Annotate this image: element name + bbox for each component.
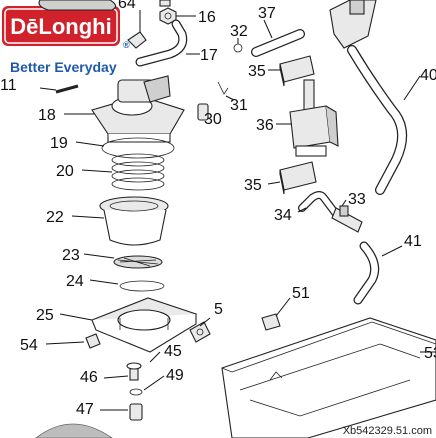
callout-54: 5 xyxy=(214,301,223,318)
callout-35-top: 35 xyxy=(248,63,266,80)
part-tube-17 xyxy=(135,19,200,67)
part-screw-45 xyxy=(149,351,161,363)
callout-47: 47 xyxy=(76,401,94,418)
part-lid-18 xyxy=(64,75,185,143)
part-bracket-54 xyxy=(189,317,211,343)
callout-33: 33 xyxy=(348,191,366,208)
part-top-small xyxy=(159,0,171,7)
callout-37: 37 xyxy=(258,5,276,22)
part-clip-53 xyxy=(45,333,101,349)
callout-46: 46 xyxy=(80,369,98,386)
part-fitting-47 xyxy=(100,403,143,421)
callout-51: 51 xyxy=(292,285,310,302)
part-clip-51 xyxy=(261,297,291,331)
callout-17: 17 xyxy=(200,47,218,64)
callout-41: 41 xyxy=(404,233,422,250)
callout-30: 30 xyxy=(204,111,222,128)
callout-32: 32 xyxy=(230,23,248,40)
callout-35-bottom: 35 xyxy=(244,177,262,194)
callout-53: 54 xyxy=(20,337,38,354)
part-washer-49 xyxy=(129,375,165,396)
part-hose-34 xyxy=(297,191,340,218)
registered-mark: ® xyxy=(123,40,130,50)
part-clip-64 xyxy=(127,10,147,49)
grille-fragment xyxy=(35,423,113,438)
callout-22: 22 xyxy=(46,209,64,226)
part-spring-20 xyxy=(81,153,165,191)
logo-wordmark: DēLonghi xyxy=(10,14,111,39)
part-pump-fragment xyxy=(329,0,377,49)
part-ring-19 xyxy=(75,137,175,159)
callout-45: 45 xyxy=(164,343,182,360)
part-base-25 xyxy=(59,297,198,353)
callout-24: 24 xyxy=(66,273,84,290)
part-hook-31 xyxy=(217,81,235,101)
brand-logo: DēLonghi ® Better Everyday xyxy=(2,6,130,75)
top-cap-fragment xyxy=(38,0,117,11)
part-valve-36 xyxy=(276,79,339,157)
part-hose-40 xyxy=(347,45,421,195)
part-valve-33 xyxy=(331,199,363,233)
callout-25: 25 xyxy=(36,307,54,324)
part-tank-5 xyxy=(221,317,436,438)
callout-19: 19 xyxy=(50,135,68,152)
part-screw-46 xyxy=(103,362,142,381)
part-hose-37 xyxy=(251,19,305,57)
logo-tagline: Better Everyday xyxy=(10,59,117,75)
callout-40: 40 xyxy=(420,67,436,84)
part-pin-11 xyxy=(39,84,79,94)
part-cup-22 xyxy=(71,196,169,246)
callout-64: 64 xyxy=(118,0,136,12)
part-filter-23 xyxy=(83,253,163,269)
part-clamp-35-bottom xyxy=(267,161,317,195)
callout-16: 16 xyxy=(198,9,216,26)
callout-49: 49 xyxy=(166,367,184,384)
callout-23: 23 xyxy=(62,247,80,264)
callout-20: 20 xyxy=(56,163,74,180)
logo-badge xyxy=(2,6,120,46)
callout-36: 36 xyxy=(256,117,274,134)
part-hose-41 xyxy=(353,241,403,305)
part-oring-24 xyxy=(89,279,165,292)
part-ring-32 xyxy=(233,38,243,53)
callout-31: 31 xyxy=(230,97,248,114)
callout-5: 53 xyxy=(424,345,436,362)
callout-labels: 64 16 17 11 18 19 20 22 23 24 25 54 5 45… xyxy=(0,0,436,418)
watermark-text: Xb542329.51.com xyxy=(343,425,432,437)
part-nut-30 xyxy=(197,103,209,121)
callout-11: 11 xyxy=(0,77,17,94)
callout-34: 34 xyxy=(274,207,292,224)
callout-18: 18 xyxy=(38,107,56,124)
part-clamp-35-top xyxy=(268,55,315,87)
